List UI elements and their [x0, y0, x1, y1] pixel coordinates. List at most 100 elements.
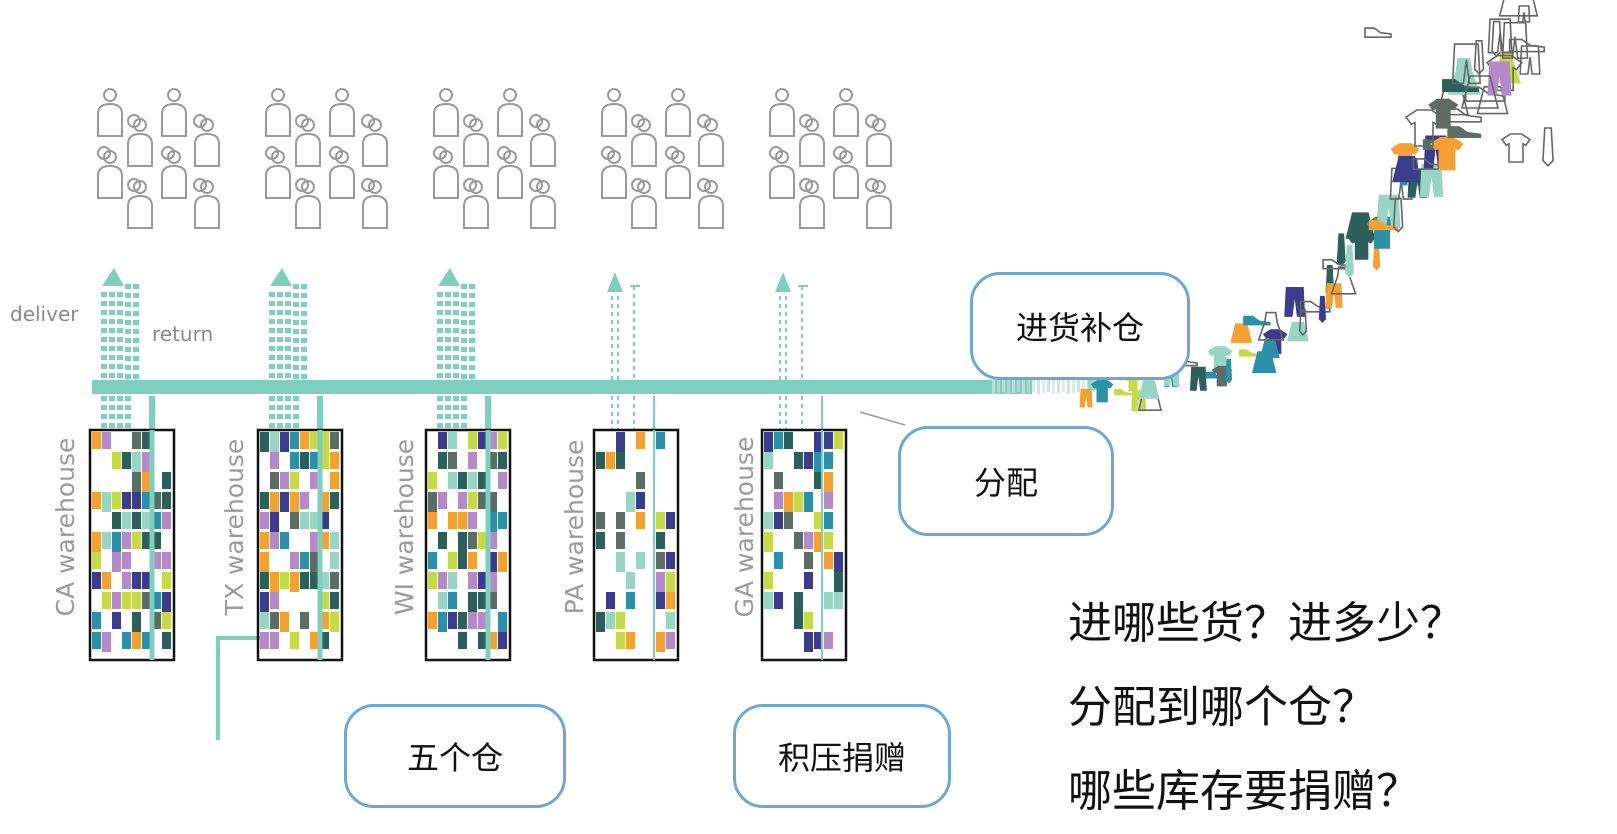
flow-arrows	[101, 268, 155, 430]
inventory-block	[804, 552, 813, 569]
inventory-block	[162, 492, 171, 509]
inventory-block	[814, 632, 823, 649]
inventory-block	[616, 552, 625, 572]
inventory-block	[458, 472, 467, 489]
inventory-block	[260, 552, 269, 572]
person-icon	[97, 88, 123, 137]
tie-icon	[1473, 40, 1485, 75]
inventory-block	[478, 592, 487, 609]
inventory-block	[152, 512, 161, 529]
person-head-icon	[529, 178, 543, 192]
inventory-block	[320, 632, 329, 649]
inventory-block	[458, 532, 467, 552]
inventory-block	[834, 432, 843, 449]
question-restock: 进哪些货？进多少？	[1068, 598, 1464, 649]
inventory-block	[310, 472, 319, 489]
inventory-block	[824, 532, 833, 549]
inventory-block	[804, 452, 813, 469]
deliver-return-flows	[101, 268, 823, 430]
person-icon	[497, 88, 523, 137]
deliver-arrowhead	[438, 268, 460, 286]
inventory-block	[606, 612, 615, 629]
shirt-icon	[1500, 133, 1532, 163]
inventory-block	[834, 592, 843, 609]
person-icon	[161, 88, 187, 137]
fade-mark	[1062, 378, 1065, 392]
question-donation: 哪些库存要捐赠？	[1068, 766, 1420, 817]
inventory-block	[656, 552, 665, 569]
inventory-block	[320, 492, 329, 512]
shoe-icon	[1364, 27, 1392, 38]
inventory-block	[804, 572, 813, 589]
inventory-block	[448, 452, 457, 469]
inventory-block	[122, 592, 131, 609]
tie-icon	[1372, 242, 1381, 271]
inventory-block	[498, 512, 507, 529]
fade-mark	[1057, 375, 1060, 393]
person-head-icon	[295, 178, 309, 192]
pants-icon	[1517, 5, 1531, 23]
inventory-block	[428, 492, 437, 512]
donation-line	[216, 636, 260, 740]
fade-mark	[1012, 375, 1015, 393]
inventory-block	[468, 612, 477, 629]
inventory-block	[636, 472, 645, 489]
person-icon	[698, 180, 724, 229]
inventory-block	[478, 532, 487, 549]
inventory-block	[152, 612, 161, 629]
inventory-block	[310, 432, 319, 449]
warehouse-label-ga: GA warehouse	[730, 436, 759, 618]
inventory-block	[92, 432, 101, 449]
warehouse-outline	[256, 428, 344, 662]
inventory-block	[636, 432, 645, 449]
inventory-block	[102, 632, 111, 652]
inventory-block	[92, 572, 101, 589]
person-icon	[463, 180, 489, 229]
inventory-block	[774, 432, 783, 449]
inventory-block	[666, 592, 675, 609]
inventory-block	[498, 552, 507, 572]
distribution-bar	[92, 380, 1032, 394]
inventory-block	[438, 572, 447, 589]
inventory-block	[438, 612, 447, 632]
inventory-block	[162, 612, 171, 629]
inventory-block	[260, 532, 269, 549]
warehouse-label-pa: PA warehouse	[560, 439, 589, 615]
tie-icon	[1491, 20, 1503, 58]
fade-mark	[1032, 378, 1035, 392]
inventory-block	[152, 552, 161, 569]
inventory-block	[320, 612, 329, 629]
person-head-icon	[529, 114, 543, 128]
inventory-block	[488, 552, 497, 572]
inventory-block	[92, 492, 101, 509]
inventory-block	[162, 512, 171, 529]
inventory-block	[774, 472, 783, 489]
inventory-block	[804, 492, 813, 512]
inventory-block	[270, 492, 279, 512]
inventory-block	[478, 472, 487, 489]
inventory-block	[142, 592, 151, 609]
inventory-block	[310, 512, 319, 529]
inventory-block	[330, 472, 339, 489]
question-allocation: 分配到哪个仓？	[1068, 682, 1376, 733]
inventory-block	[330, 592, 339, 609]
inventory-block	[112, 452, 121, 469]
shoe-icon	[1442, 79, 1479, 92]
five-warehouses-callout: 五个仓	[344, 704, 566, 808]
skirt-icon	[1259, 340, 1280, 359]
inventory-block	[102, 432, 111, 449]
inventory-block	[290, 452, 299, 469]
inventory-block	[280, 432, 289, 452]
warehouse-rack	[88, 428, 176, 662]
inventory-block	[310, 452, 319, 469]
inventory-block	[280, 492, 289, 512]
inventory-block	[764, 532, 773, 552]
inventory-block	[468, 492, 477, 509]
warehouse-outline	[424, 428, 512, 662]
inventory-block	[112, 612, 121, 629]
inventory-block	[260, 512, 269, 529]
shoe-icon	[1114, 388, 1133, 396]
inventory-block	[814, 432, 823, 452]
warehouse-inventory-racks	[88, 428, 848, 662]
person-icon	[362, 180, 388, 229]
